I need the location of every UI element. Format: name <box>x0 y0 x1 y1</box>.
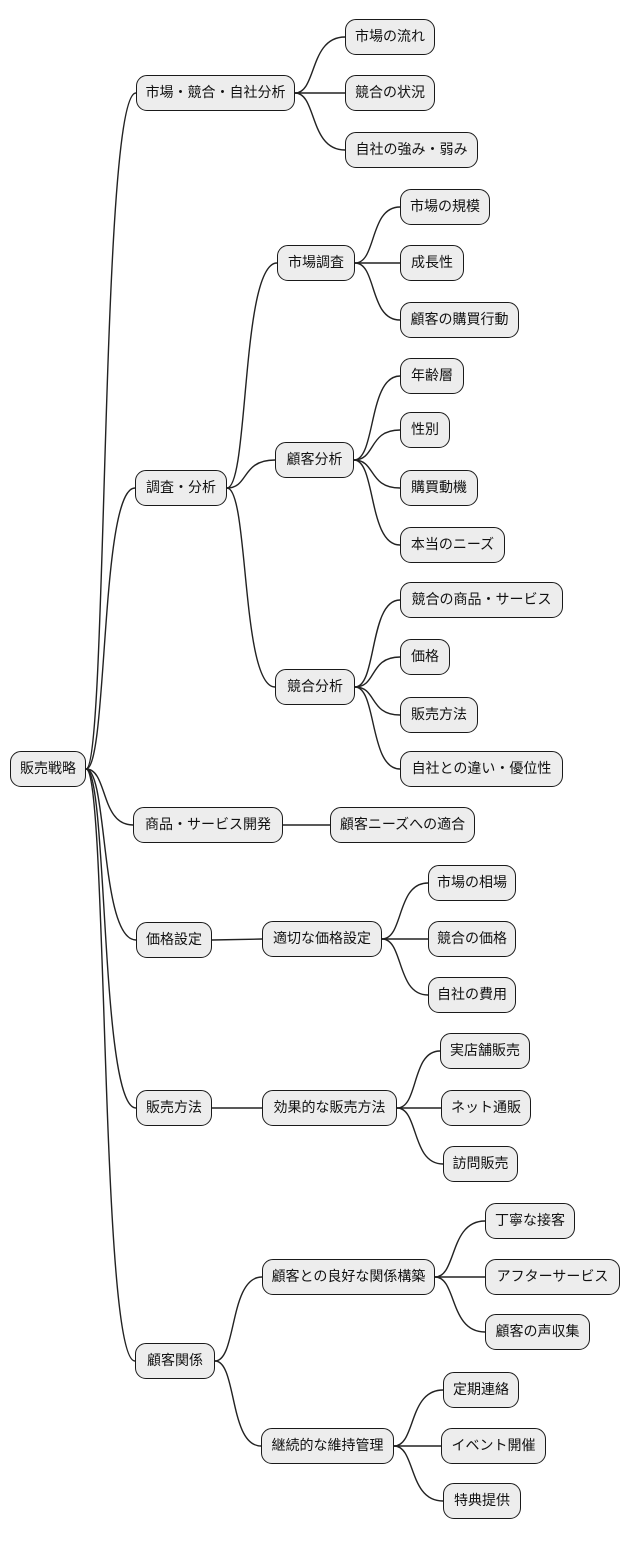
edge-competitor-analysis--competitor-products-services <box>354 599 401 688</box>
mindmap-node-fit-to-customer-needs: 顧客ニーズへの適合 <box>330 807 475 843</box>
mindmap-node-market-competitor-self-analysis: 市場・競合・自社分析 <box>136 75 295 111</box>
edge-market-research--customer-buying-behavior <box>354 262 401 321</box>
mindmap-node-effective-sales-method: 効果的な販売方法 <box>262 1090 397 1126</box>
edge-competitor-analysis--competitor-sales-methods <box>354 686 401 716</box>
mindmap-node-benefit-offering: 特典提供 <box>443 1483 521 1519</box>
mindmap-node-sales-strategy: 販売戦略 <box>10 751 86 787</box>
edge-research-analysis--customer-analysis <box>226 459 276 489</box>
mindmap-node-price-setting: 価格設定 <box>136 922 212 958</box>
edge-price-setting--appropriate-pricing <box>211 938 263 941</box>
mindmap-node-own-strengths-weaknesses: 自社の強み・弱み <box>345 132 478 168</box>
edge-good-relationship-building--polite-customer-service <box>434 1220 486 1278</box>
mindmap-node-competitor-price: 競合の価格 <box>428 921 516 957</box>
edge-customer-relations--good-relationship-building <box>214 1276 263 1362</box>
edge-research-analysis--market-research <box>226 262 278 489</box>
mindmap-node-competitor-products-services: 競合の商品・サービス <box>400 582 563 618</box>
mindmap-node-own-costs: 自社の費用 <box>428 977 516 1013</box>
mindmap-node-age-group: 年齢層 <box>400 358 464 394</box>
edge-research-analysis--competitor-analysis <box>226 487 276 688</box>
edge-continuous-maintenance--regular-contact <box>393 1389 444 1447</box>
mindmap-node-good-relationship-building: 顧客との良好な関係構築 <box>262 1259 435 1295</box>
edge-sales-strategy--customer-relations <box>85 768 136 1362</box>
mindmap-node-customer-relations: 顧客関係 <box>135 1343 215 1379</box>
edge-customer-analysis--purchase-motivation <box>353 459 401 489</box>
edge-customer-analysis--age-group <box>353 375 401 461</box>
edge-customer-analysis--gender <box>353 429 401 461</box>
edge-effective-sales-method--physical-store-sales <box>396 1050 441 1109</box>
mindmap-node-physical-store-sales: 実店舗販売 <box>440 1033 530 1069</box>
edge-continuous-maintenance--benefit-offering <box>393 1445 444 1502</box>
edge-sales-strategy--market-competitor-self-analysis <box>85 92 137 770</box>
mindmap-node-differentiation-advantage: 自社との違い・優位性 <box>400 751 563 787</box>
mindmap-node-competitor-analysis: 競合分析 <box>275 669 355 705</box>
edge-effective-sales-method--door-to-door-sales <box>396 1107 444 1165</box>
edge-sales-strategy--research-analysis <box>85 487 136 770</box>
mindmap-node-sales-methods: 販売方法 <box>136 1090 212 1126</box>
mindmap-node-gender: 性別 <box>400 412 450 448</box>
mindmap-node-competitor-situation: 競合の状況 <box>345 75 435 111</box>
mindmap-node-market-size: 市場の規模 <box>400 189 490 225</box>
edge-good-relationship-building--customer-voice-collection <box>434 1276 486 1333</box>
edge-market-competitor-self-analysis--own-strengths-weaknesses <box>294 92 346 151</box>
mindmap-node-after-sales-service: アフターサービス <box>485 1259 620 1295</box>
mindmap-node-continuous-maintenance: 継続的な維持管理 <box>261 1428 394 1464</box>
mindmap-node-regular-contact: 定期連絡 <box>443 1372 519 1408</box>
mindmap-node-product-service-development: 商品・サービス開発 <box>133 807 283 843</box>
mindmap-node-purchase-motivation: 購買動機 <box>400 470 478 506</box>
edge-sales-strategy--price-setting <box>85 768 137 941</box>
mindmap-node-true-needs: 本当のニーズ <box>400 527 505 563</box>
edge-market-research--market-size <box>354 206 401 264</box>
mindmap-node-polite-customer-service: 丁寧な接客 <box>485 1203 575 1239</box>
mindmap-node-research-analysis: 調査・分析 <box>135 470 227 506</box>
mindmap-node-appropriate-pricing: 適切な価格設定 <box>262 921 382 957</box>
mindmap-node-customer-buying-behavior: 顧客の購買行動 <box>400 302 519 338</box>
mindmap-node-market-price-level: 市場の相場 <box>428 865 516 901</box>
mindmap-node-customer-voice-collection: 顧客の声収集 <box>485 1314 590 1350</box>
mindmap-node-online-sales: ネット通販 <box>441 1090 531 1126</box>
mindmap-node-door-to-door-sales: 訪問販売 <box>443 1146 518 1182</box>
edge-sales-strategy--sales-methods <box>85 768 137 1109</box>
mindmap-node-customer-analysis: 顧客分析 <box>275 442 354 478</box>
edge-competitor-analysis--differentiation-advantage <box>354 686 401 770</box>
mindmap-node-market-research: 市場調査 <box>277 245 355 281</box>
edge-sales-strategy--product-service-development <box>85 768 134 826</box>
edge-customer-analysis--true-needs <box>353 459 401 546</box>
mindmap-node-growth-potential: 成長性 <box>400 245 464 281</box>
edge-appropriate-pricing--market-price-level <box>381 882 429 940</box>
edge-market-competitor-self-analysis--market-trend <box>294 36 346 94</box>
mindmap-node-market-trend: 市場の流れ <box>345 19 435 55</box>
edge-appropriate-pricing--own-costs <box>381 938 429 996</box>
mindmap-node-price: 価格 <box>400 639 450 675</box>
mindmap-node-competitor-sales-methods: 販売方法 <box>400 697 478 733</box>
mindmap-node-event-hosting: イベント開催 <box>441 1428 546 1464</box>
edge-competitor-analysis--price <box>354 656 401 688</box>
edge-customer-relations--continuous-maintenance <box>214 1360 262 1447</box>
